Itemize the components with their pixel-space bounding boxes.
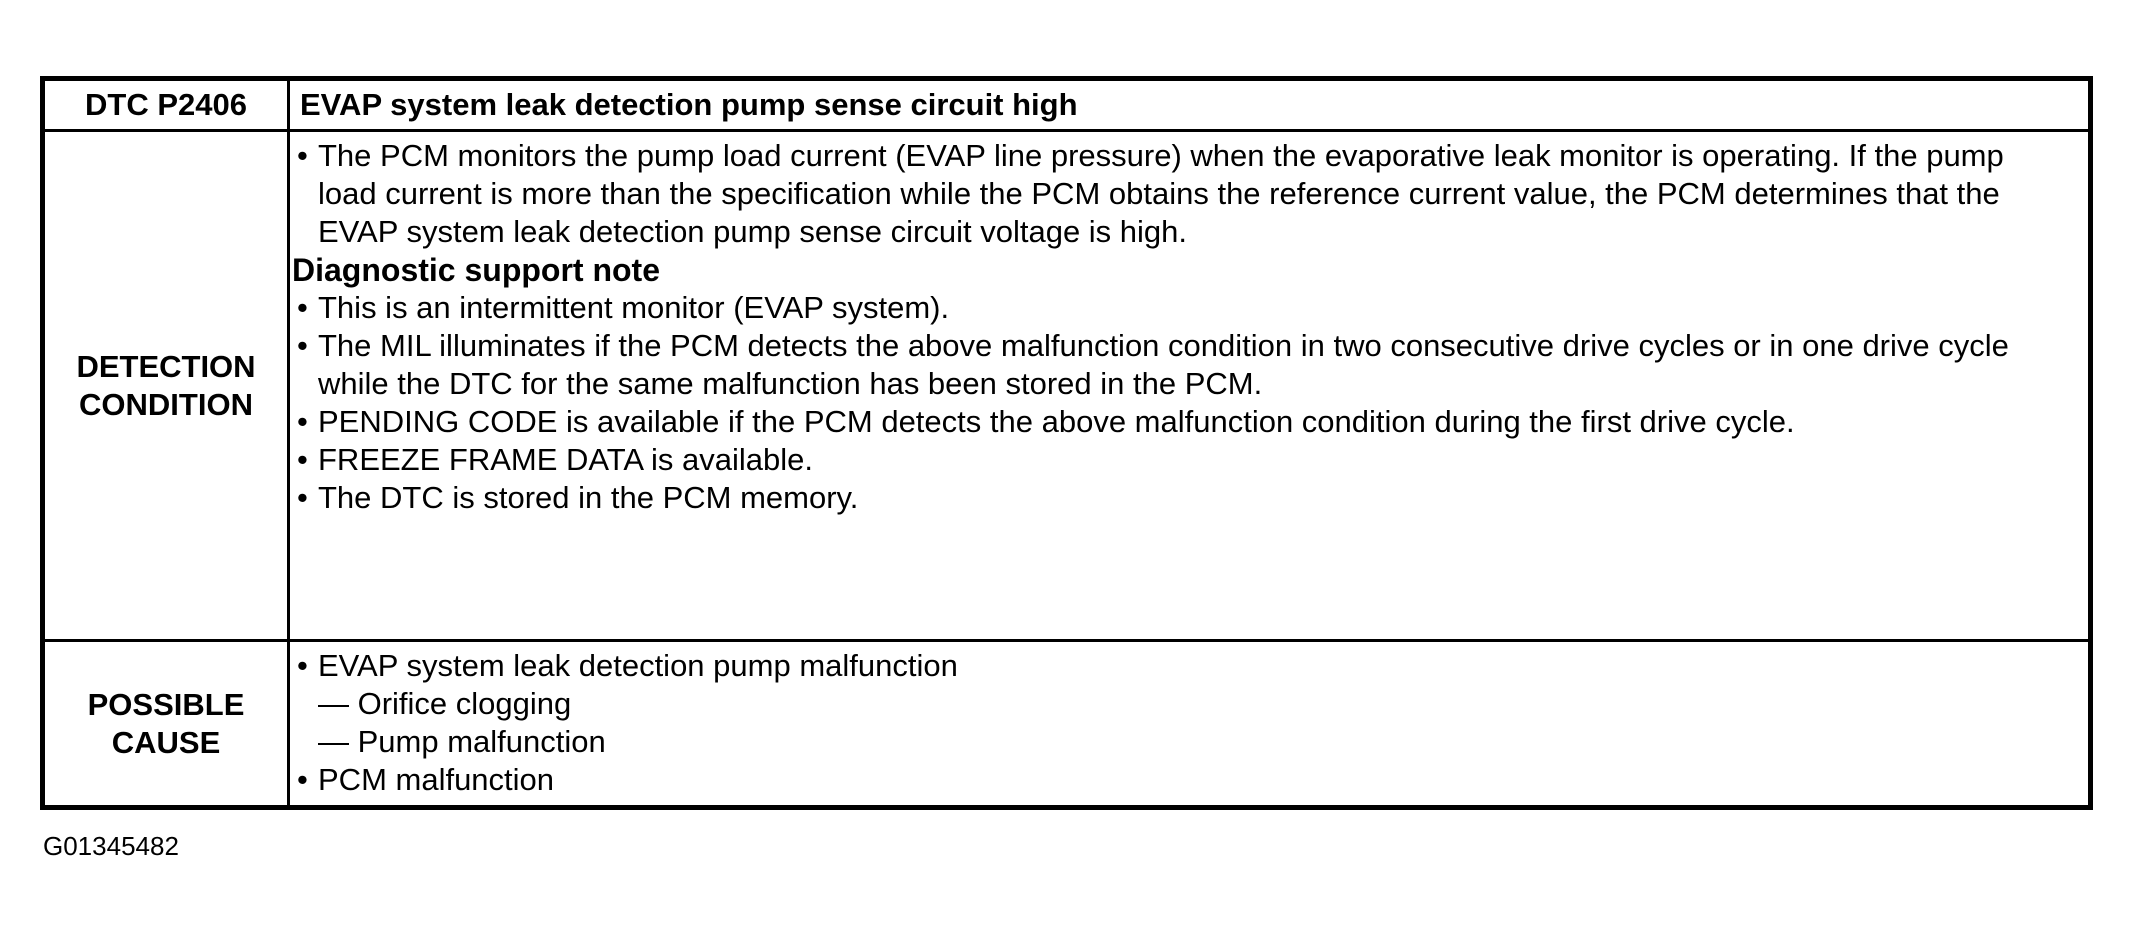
- possible-cause-label: POSSIBLE CAUSE: [45, 642, 290, 805]
- list-item: PENDING CODE is available if the PCM det…: [292, 403, 2058, 441]
- possible-cause-content: EVAP system leak detection pump malfunct…: [290, 642, 2088, 805]
- monitor-description-list: The PCM monitors the pump load current (…: [292, 137, 2058, 251]
- detection-condition-content: The PCM monitors the pump load current (…: [290, 132, 2088, 642]
- list-item: The DTC is stored in the PCM memory.: [292, 479, 2058, 517]
- cause-sub-item: — Pump malfunction: [318, 724, 606, 759]
- detection-condition-label-text: DETECTION CONDITION: [76, 348, 256, 422]
- diagnostic-support-note-heading: Diagnostic support note: [292, 252, 660, 288]
- cause-text: EVAP system leak detection pump malfunct…: [318, 648, 958, 683]
- cause-sub-item: — Orifice clogging: [318, 686, 572, 721]
- list-item: The PCM monitors the pump load current (…: [292, 137, 2058, 251]
- cause-text: PCM malfunction: [318, 762, 555, 797]
- dtc-title: EVAP system leak detection pump sense ci…: [300, 87, 1078, 122]
- dtc-title-cell: EVAP system leak detection pump sense ci…: [290, 81, 2088, 132]
- list-item: EVAP system leak detection pump malfunct…: [292, 647, 2058, 761]
- list-item: PCM malfunction: [292, 761, 2058, 799]
- dtc-code-cell: DTC P2406: [45, 81, 290, 132]
- possible-cause-label-text: POSSIBLE CAUSE: [87, 686, 245, 760]
- detection-condition-label: DETECTION CONDITION: [45, 132, 290, 642]
- list-item: This is an intermittent monitor (EVAP sy…: [292, 289, 2058, 327]
- possible-cause-list: EVAP system leak detection pump malfunct…: [292, 647, 2058, 799]
- dtc-info-table: DTC P2406 EVAP system leak detection pum…: [40, 76, 2093, 810]
- diagnostic-support-list: This is an intermittent monitor (EVAP sy…: [292, 289, 2058, 517]
- list-item: The MIL illuminates if the PCM detects t…: [292, 327, 2058, 403]
- list-item: FREEZE FRAME DATA is available.: [292, 441, 2058, 479]
- dtc-code: DTC P2406: [85, 87, 247, 122]
- figure-id: G01345482: [43, 831, 179, 861]
